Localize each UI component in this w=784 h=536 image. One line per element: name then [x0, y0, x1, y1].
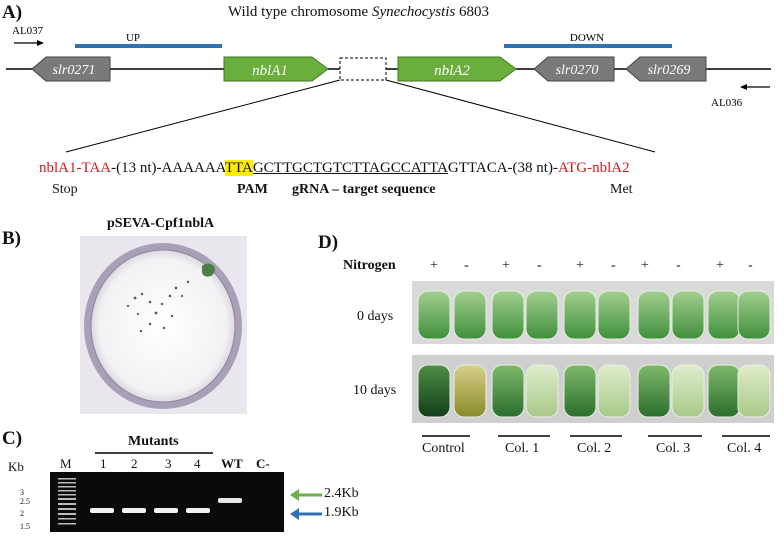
gel-background [50, 472, 284, 532]
sign-7: + [641, 258, 649, 273]
lane-label-1: 1 [100, 456, 107, 471]
tubes-0-days [417, 290, 771, 340]
chromosome-map: AL037 UP DOWN slr0271 nblA1 nblA2 slr027… [6, 25, 771, 153]
gene-nblA2-label: nblA2 [434, 63, 470, 79]
primer-right-label: AL036 [711, 97, 743, 109]
group-label-col3: Col. 3 [656, 441, 691, 456]
gene-slr0270-label: slr0270 [556, 63, 599, 78]
band-lane-4 [186, 508, 210, 513]
lane-label-wt: WT [221, 456, 243, 471]
title-prefix: Wild type chromosome [228, 4, 372, 20]
pam-label: PAM [237, 182, 268, 197]
lane-label-m: M [60, 456, 72, 471]
gene-slr0271-label: slr0271 [53, 63, 96, 78]
zoom-line-left [65, 79, 341, 153]
group-label-col4: Col. 4 [727, 441, 762, 456]
band-arrows [290, 489, 322, 520]
mutants-label: Mutants [128, 434, 179, 449]
colony-cluster [202, 263, 215, 277]
tubes-10-days [417, 364, 771, 418]
sign-6: - [611, 258, 616, 273]
panel-a-title: Wild type chromosome Synechocystis 6803 [228, 4, 489, 21]
seq-target: GCTTGCTGTCTTAGCCATTA [252, 160, 448, 176]
agarose-gel [50, 472, 284, 532]
arrow-2-4kb-head [290, 489, 299, 501]
group-label-col1: Col. 1 [505, 441, 540, 456]
lane-label-2: 2 [131, 456, 138, 471]
title-species: Synechocystis [371, 4, 456, 20]
ladder-3: 3 [20, 488, 24, 497]
ladder-2-5: 2.5 [20, 497, 30, 506]
band-label-1-9kb: 1.9Kb [324, 505, 359, 520]
sign-2: - [464, 258, 469, 273]
group-label-col2: Col. 2 [577, 441, 612, 456]
seq-stop-codon: nblA1-TAA [39, 160, 112, 176]
gene-nblA1-label: nblA1 [252, 63, 288, 79]
mutants-bracket [95, 452, 213, 454]
intergenic-region-box [339, 57, 387, 81]
panel-b-label: B) [2, 228, 21, 249]
petri-dish-photo [80, 236, 247, 414]
sign-8: - [676, 258, 681, 273]
met-label: Met [610, 182, 633, 197]
lane-label-control: C- [256, 456, 270, 471]
ladder-bands [58, 478, 76, 525]
primer-left-arrowhead [37, 40, 44, 46]
band-lane-2 [122, 508, 146, 513]
ladder-labels: 3 2.5 2 1.5 [20, 488, 40, 531]
gene-slr0270 [533, 56, 615, 82]
gene-nblA1 [223, 56, 329, 82]
band-lane-wt [218, 498, 242, 503]
gene-slr0271 [31, 56, 111, 82]
band-label-2-4kb: 2.4Kb [324, 486, 359, 501]
gene-slr0269 [625, 56, 707, 82]
stop-label: Stop [52, 182, 78, 197]
nitrogen-label: Nitrogen [343, 258, 396, 273]
intergenic-sequence: nblA1-TAA-(13 nt)-AAAAAATTAGCTTGCTGTCTTA… [39, 160, 630, 177]
seq-pre: -(13 nt)-AAAAAA [111, 160, 225, 176]
seq-post: GTTACA-(38 nt)- [447, 160, 558, 176]
gene-slr0269-label: slr0269 [648, 63, 691, 78]
down-arm-label: DOWN [570, 32, 604, 44]
sign-5: + [576, 258, 584, 273]
band-lane-1 [90, 508, 114, 513]
sign-4: - [537, 258, 542, 273]
group-label-control: Control [422, 441, 465, 456]
up-arm-label: UP [126, 32, 140, 44]
lane-label-4: 4 [194, 456, 201, 471]
ladder-2: 2 [20, 509, 24, 518]
row-label-0-days: 0 days [357, 309, 394, 324]
group-underlines [422, 435, 770, 437]
zoom-line-right [385, 79, 656, 153]
seq-start-codon: ATG-nblA2 [557, 160, 630, 176]
seq-pam: TTA [224, 160, 253, 176]
panel-b-title: pSEVA-Cpf1nblA [107, 216, 215, 231]
panel-a-label: A) [2, 2, 23, 23]
gene-nblA2 [397, 56, 517, 82]
colonies [126, 280, 190, 333]
primer-right-arrowhead [740, 84, 747, 90]
row-label-10-days: 10 days [353, 383, 397, 398]
primer-left-label: AL037 [12, 25, 44, 37]
band-lane-3 [154, 508, 178, 513]
arrow-1-9kb-head [290, 508, 299, 520]
grna-label: gRNA – target sequence [292, 182, 436, 197]
sign-1: + [430, 258, 438, 273]
sign-10: - [748, 258, 753, 273]
panel-c-label: C) [2, 428, 23, 449]
sign-9: + [716, 258, 724, 273]
lane-label-3: 3 [165, 456, 172, 471]
dish-agar [90, 249, 236, 403]
panel-d-label: D) [318, 232, 339, 253]
title-suffix: 6803 [455, 4, 490, 20]
sign-3: + [502, 258, 510, 273]
culture-tubes-photo [412, 281, 774, 423]
ladder-1-5: 1.5 [20, 522, 30, 531]
kb-label: Kb [8, 459, 24, 474]
